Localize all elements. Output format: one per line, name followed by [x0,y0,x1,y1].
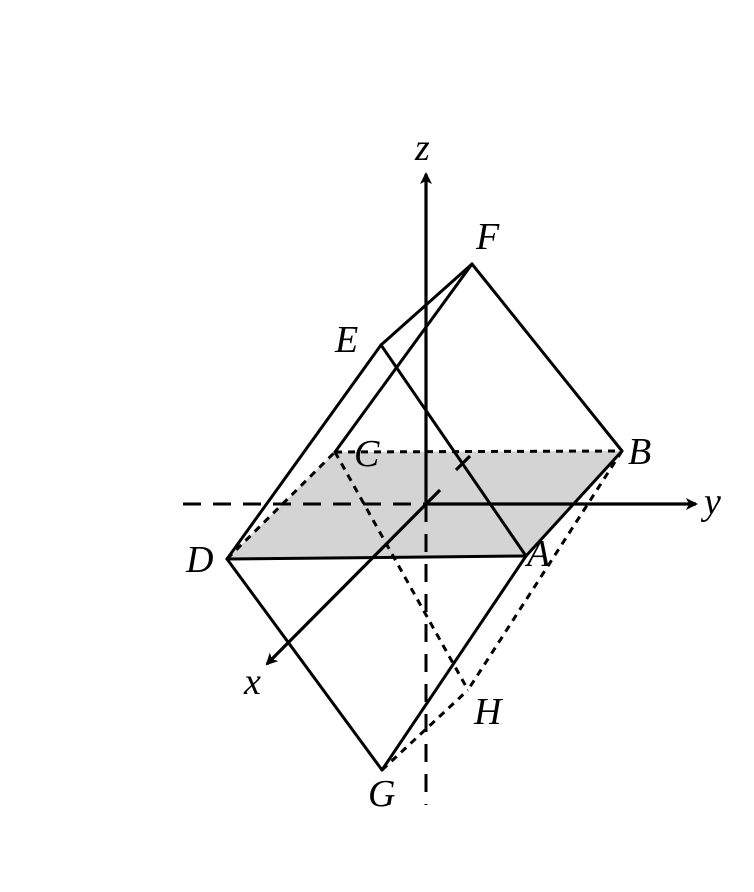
edge-de [225,343,383,561]
edge-ag [380,554,528,772]
visible-edges [225,262,624,772]
edge-ef [379,262,474,347]
x-axis [265,488,442,666]
label-axis-y: y [700,481,721,523]
edge-ab [524,449,624,558]
label-axis-z: z [414,127,430,169]
edge-ch [333,451,470,691]
label-vertex-e: E [334,319,358,361]
label-vertex-g: G [368,773,395,815]
label-vertex-c: C [354,433,380,475]
label-vertex-d: D [185,539,213,581]
edge-fc [333,262,474,454]
hidden-edges [225,449,624,772]
edge-bh [466,450,624,691]
edge-fb [470,262,624,453]
edge-da [225,554,528,561]
edge-ea [379,343,528,558]
edge-gh [380,688,470,772]
label-vertex-f: F [475,216,500,258]
label-vertex-h: H [473,691,504,733]
label-axis-x: x [243,661,261,703]
edge-cb [334,449,623,454]
label-vertex-b: B [628,431,651,473]
edge-dg [225,557,384,772]
label-vertex-a: A [524,533,551,575]
